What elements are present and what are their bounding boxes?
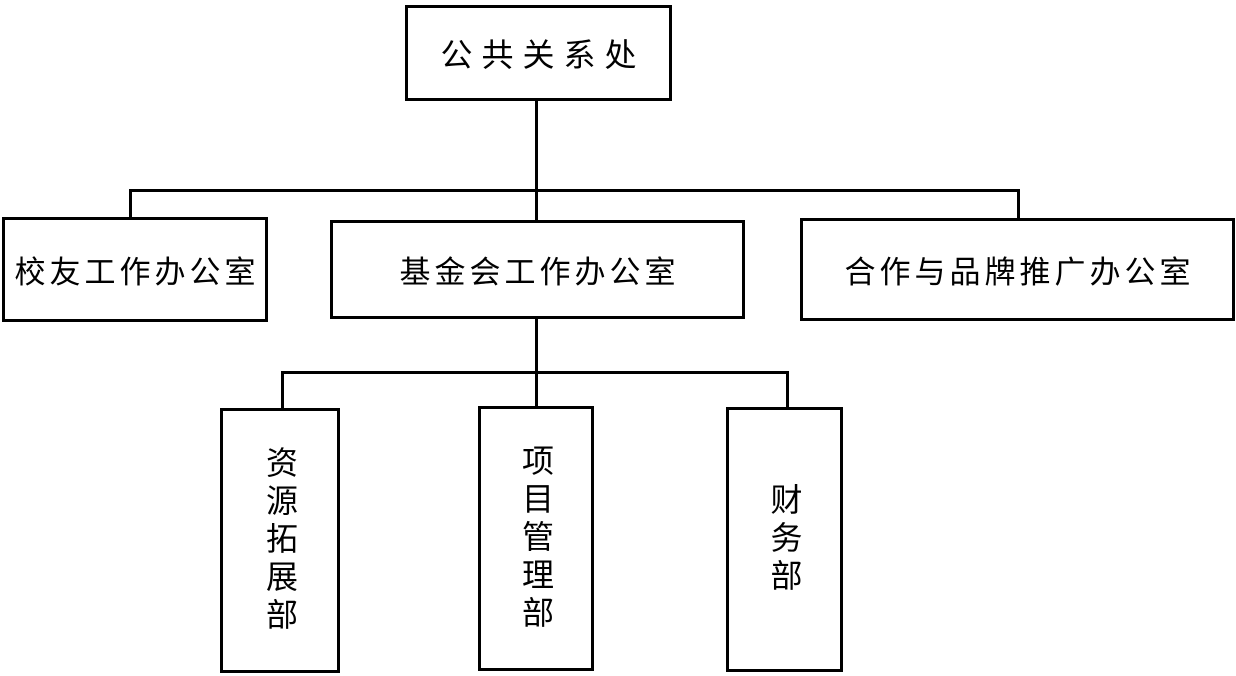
org-node-finance-dept: 财务部 <box>726 407 843 672</box>
org-node-label: 校友工作办公室 <box>14 255 260 291</box>
connector-drop-project-dept <box>535 371 538 407</box>
connector-foundation-stem <box>535 317 538 373</box>
org-node-label: 项目管理部 <box>517 443 555 634</box>
org-node-label: 公共关系处 <box>440 36 646 74</box>
connector-root-stem <box>535 100 538 220</box>
org-node-project-management-dept: 项目管理部 <box>478 406 594 671</box>
org-node-label: 财务部 <box>765 482 804 597</box>
connector-drop-finance-dept <box>786 371 789 408</box>
org-node-alumni-office: 校友工作办公室 <box>2 217 268 322</box>
org-node-resource-development-dept: 资源拓展部 <box>220 408 340 673</box>
connector-drop-alumni <box>129 189 132 218</box>
connector-level2-horizontal <box>129 189 1020 192</box>
connector-drop-brand <box>1017 189 1020 219</box>
connector-drop-resource-dept <box>281 371 284 409</box>
org-node-label: 合作与品牌推广办公室 <box>844 255 1195 291</box>
org-node-label: 基金会工作办公室 <box>399 255 680 291</box>
org-node-public-relations: 公共关系处 <box>405 5 672 101</box>
org-node-brand-promotion-office: 合作与品牌推广办公室 <box>800 218 1235 321</box>
org-node-foundation-office: 基金会工作办公室 <box>330 220 745 319</box>
org-node-label: 资源拓展部 <box>261 445 299 636</box>
